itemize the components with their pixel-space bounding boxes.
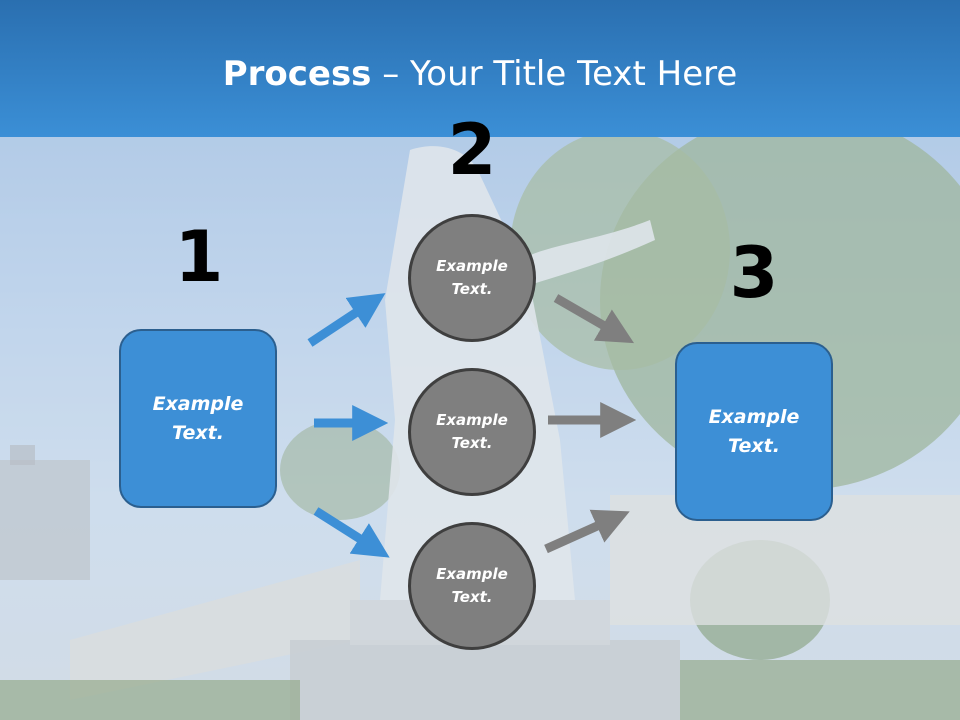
circle-bottom: Example Text. bbox=[408, 522, 536, 650]
circle-middle: Example Text. bbox=[408, 368, 536, 496]
circle-top-text: Example Text. bbox=[436, 257, 508, 298]
circle-top: Example Text. bbox=[408, 214, 536, 342]
step-3-number: 3 bbox=[729, 232, 779, 314]
circle-middle-text: Example Text. bbox=[436, 411, 508, 452]
title-rest: – Your Title Text Here bbox=[371, 54, 738, 94]
arrow-from-bottom-circle bbox=[544, 509, 630, 554]
step-1-number: 1 bbox=[174, 216, 224, 298]
start-box: Example Text. bbox=[119, 329, 277, 508]
slide-title: Process – Your Title Text Here bbox=[0, 50, 960, 98]
arrow-to-top-circle bbox=[307, 293, 386, 347]
end-box-text: Example Text. bbox=[708, 405, 800, 457]
end-box: Example Text. bbox=[675, 342, 833, 521]
arrow-from-top-circle bbox=[553, 294, 635, 344]
title-strong: Process bbox=[222, 54, 372, 94]
arrow-to-bottom-circle bbox=[313, 507, 390, 558]
start-box-text: Example Text. bbox=[152, 392, 244, 444]
step-2-number: 2 bbox=[447, 109, 497, 191]
title-bar: Process – Your Title Text Here bbox=[0, 0, 960, 137]
circle-bottom-text: Example Text. bbox=[436, 565, 508, 606]
